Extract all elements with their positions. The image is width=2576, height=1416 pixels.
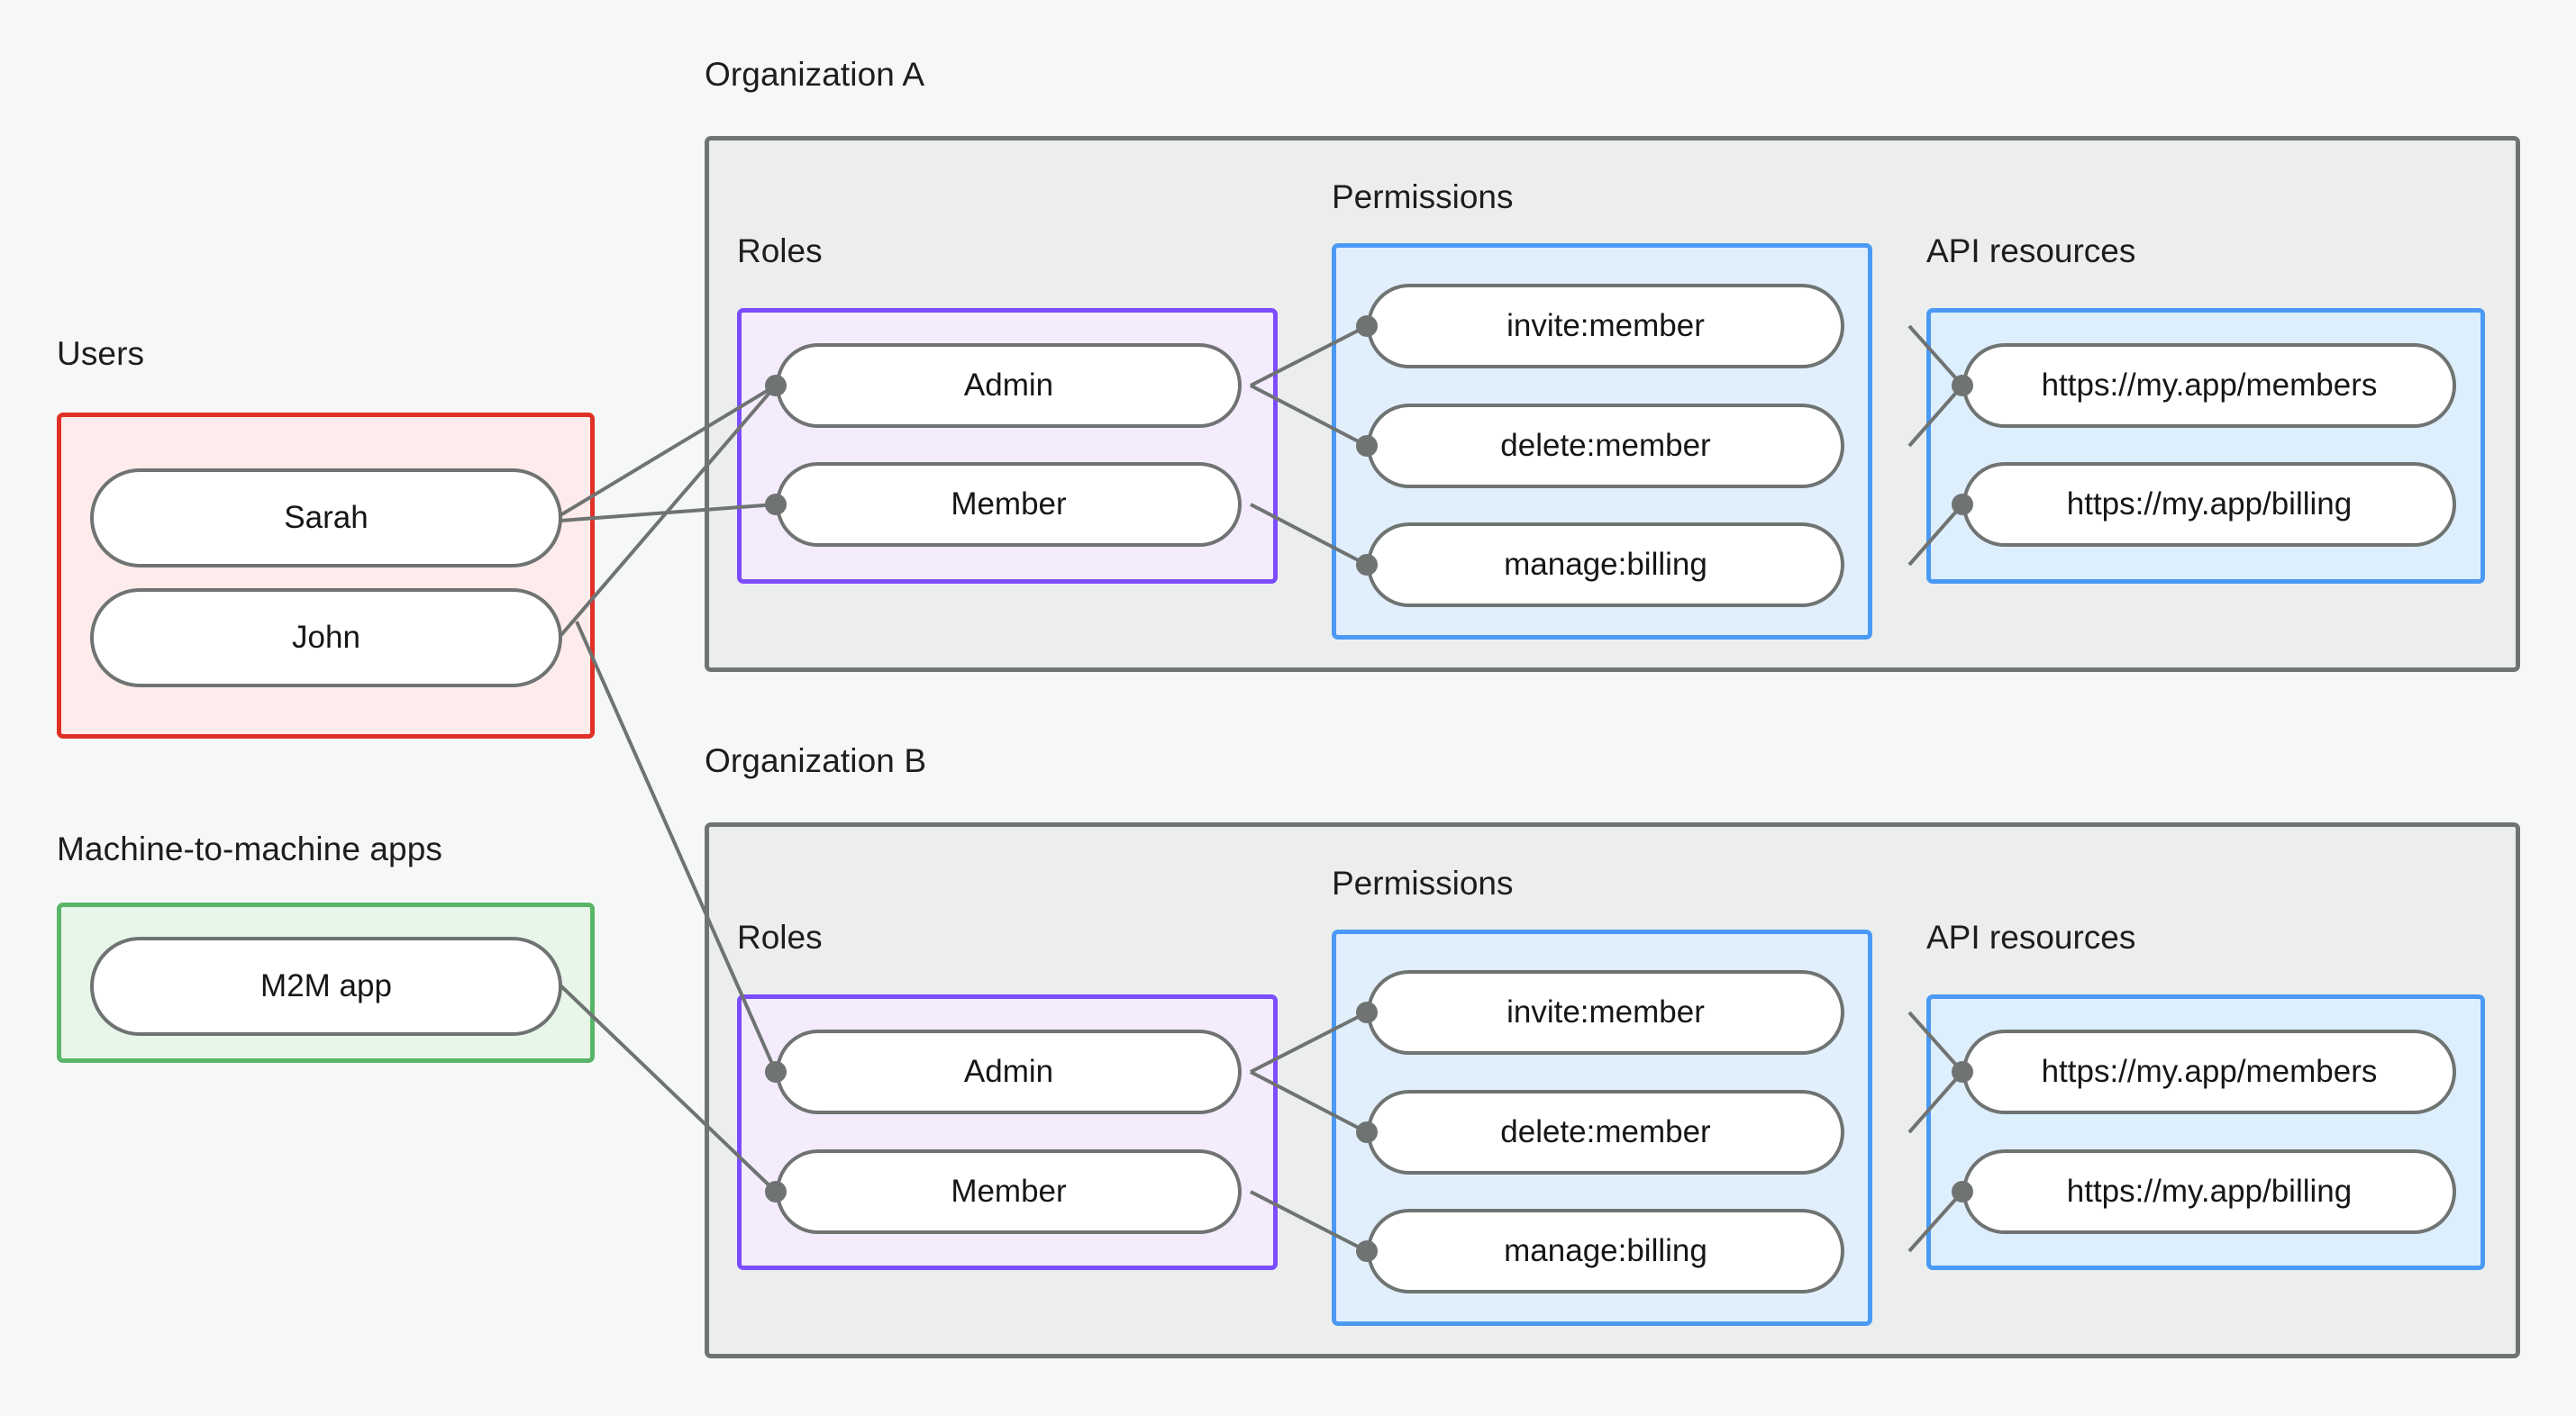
org-b-title: Organization B: [705, 742, 927, 779]
users-group-label: Users: [57, 335, 145, 372]
user-node-sarah[interactable]: Sarah: [90, 468, 562, 567]
org-b-permissions-label: Permissions: [1332, 865, 1514, 902]
org-a-role-member[interactable]: Member: [776, 462, 1242, 547]
org-a-api-resources-label: API resources: [1926, 232, 2136, 269]
org-b-roles-label: Roles: [737, 919, 823, 956]
org-b-permission-delete-member[interactable]: delete:member: [1367, 1090, 1844, 1175]
user-node-john[interactable]: John: [90, 588, 562, 687]
org-a-permission-invite-member[interactable]: invite:member: [1367, 284, 1844, 368]
org-b-role-admin[interactable]: Admin: [776, 1030, 1242, 1114]
org-b-api-resources-label: API resources: [1926, 919, 2136, 956]
org-a-title: Organization A: [705, 56, 925, 93]
org-a-permission-delete-member[interactable]: delete:member: [1367, 404, 1844, 488]
org-a-api-billing[interactable]: https://my.app/billing: [1962, 462, 2456, 547]
users-container: [57, 413, 595, 739]
org-b-permission-invite-member[interactable]: invite:member: [1367, 970, 1844, 1055]
org-b-api-billing[interactable]: https://my.app/billing: [1962, 1149, 2456, 1234]
org-a-roles-label: Roles: [737, 232, 823, 269]
org-b-role-member[interactable]: Member: [776, 1149, 1242, 1234]
org-a-role-admin[interactable]: Admin: [776, 343, 1242, 428]
org-a-api-members[interactable]: https://my.app/members: [1962, 343, 2456, 428]
m2m-group-label: Machine-to-machine apps: [57, 831, 443, 867]
org-b-permission-manage-billing[interactable]: manage:billing: [1367, 1209, 1844, 1293]
org-a-permission-manage-billing[interactable]: manage:billing: [1367, 522, 1844, 607]
org-a-permissions-label: Permissions: [1332, 178, 1514, 215]
m2m-node-app[interactable]: M2M app: [90, 937, 562, 1036]
org-b-api-members[interactable]: https://my.app/members: [1962, 1030, 2456, 1114]
